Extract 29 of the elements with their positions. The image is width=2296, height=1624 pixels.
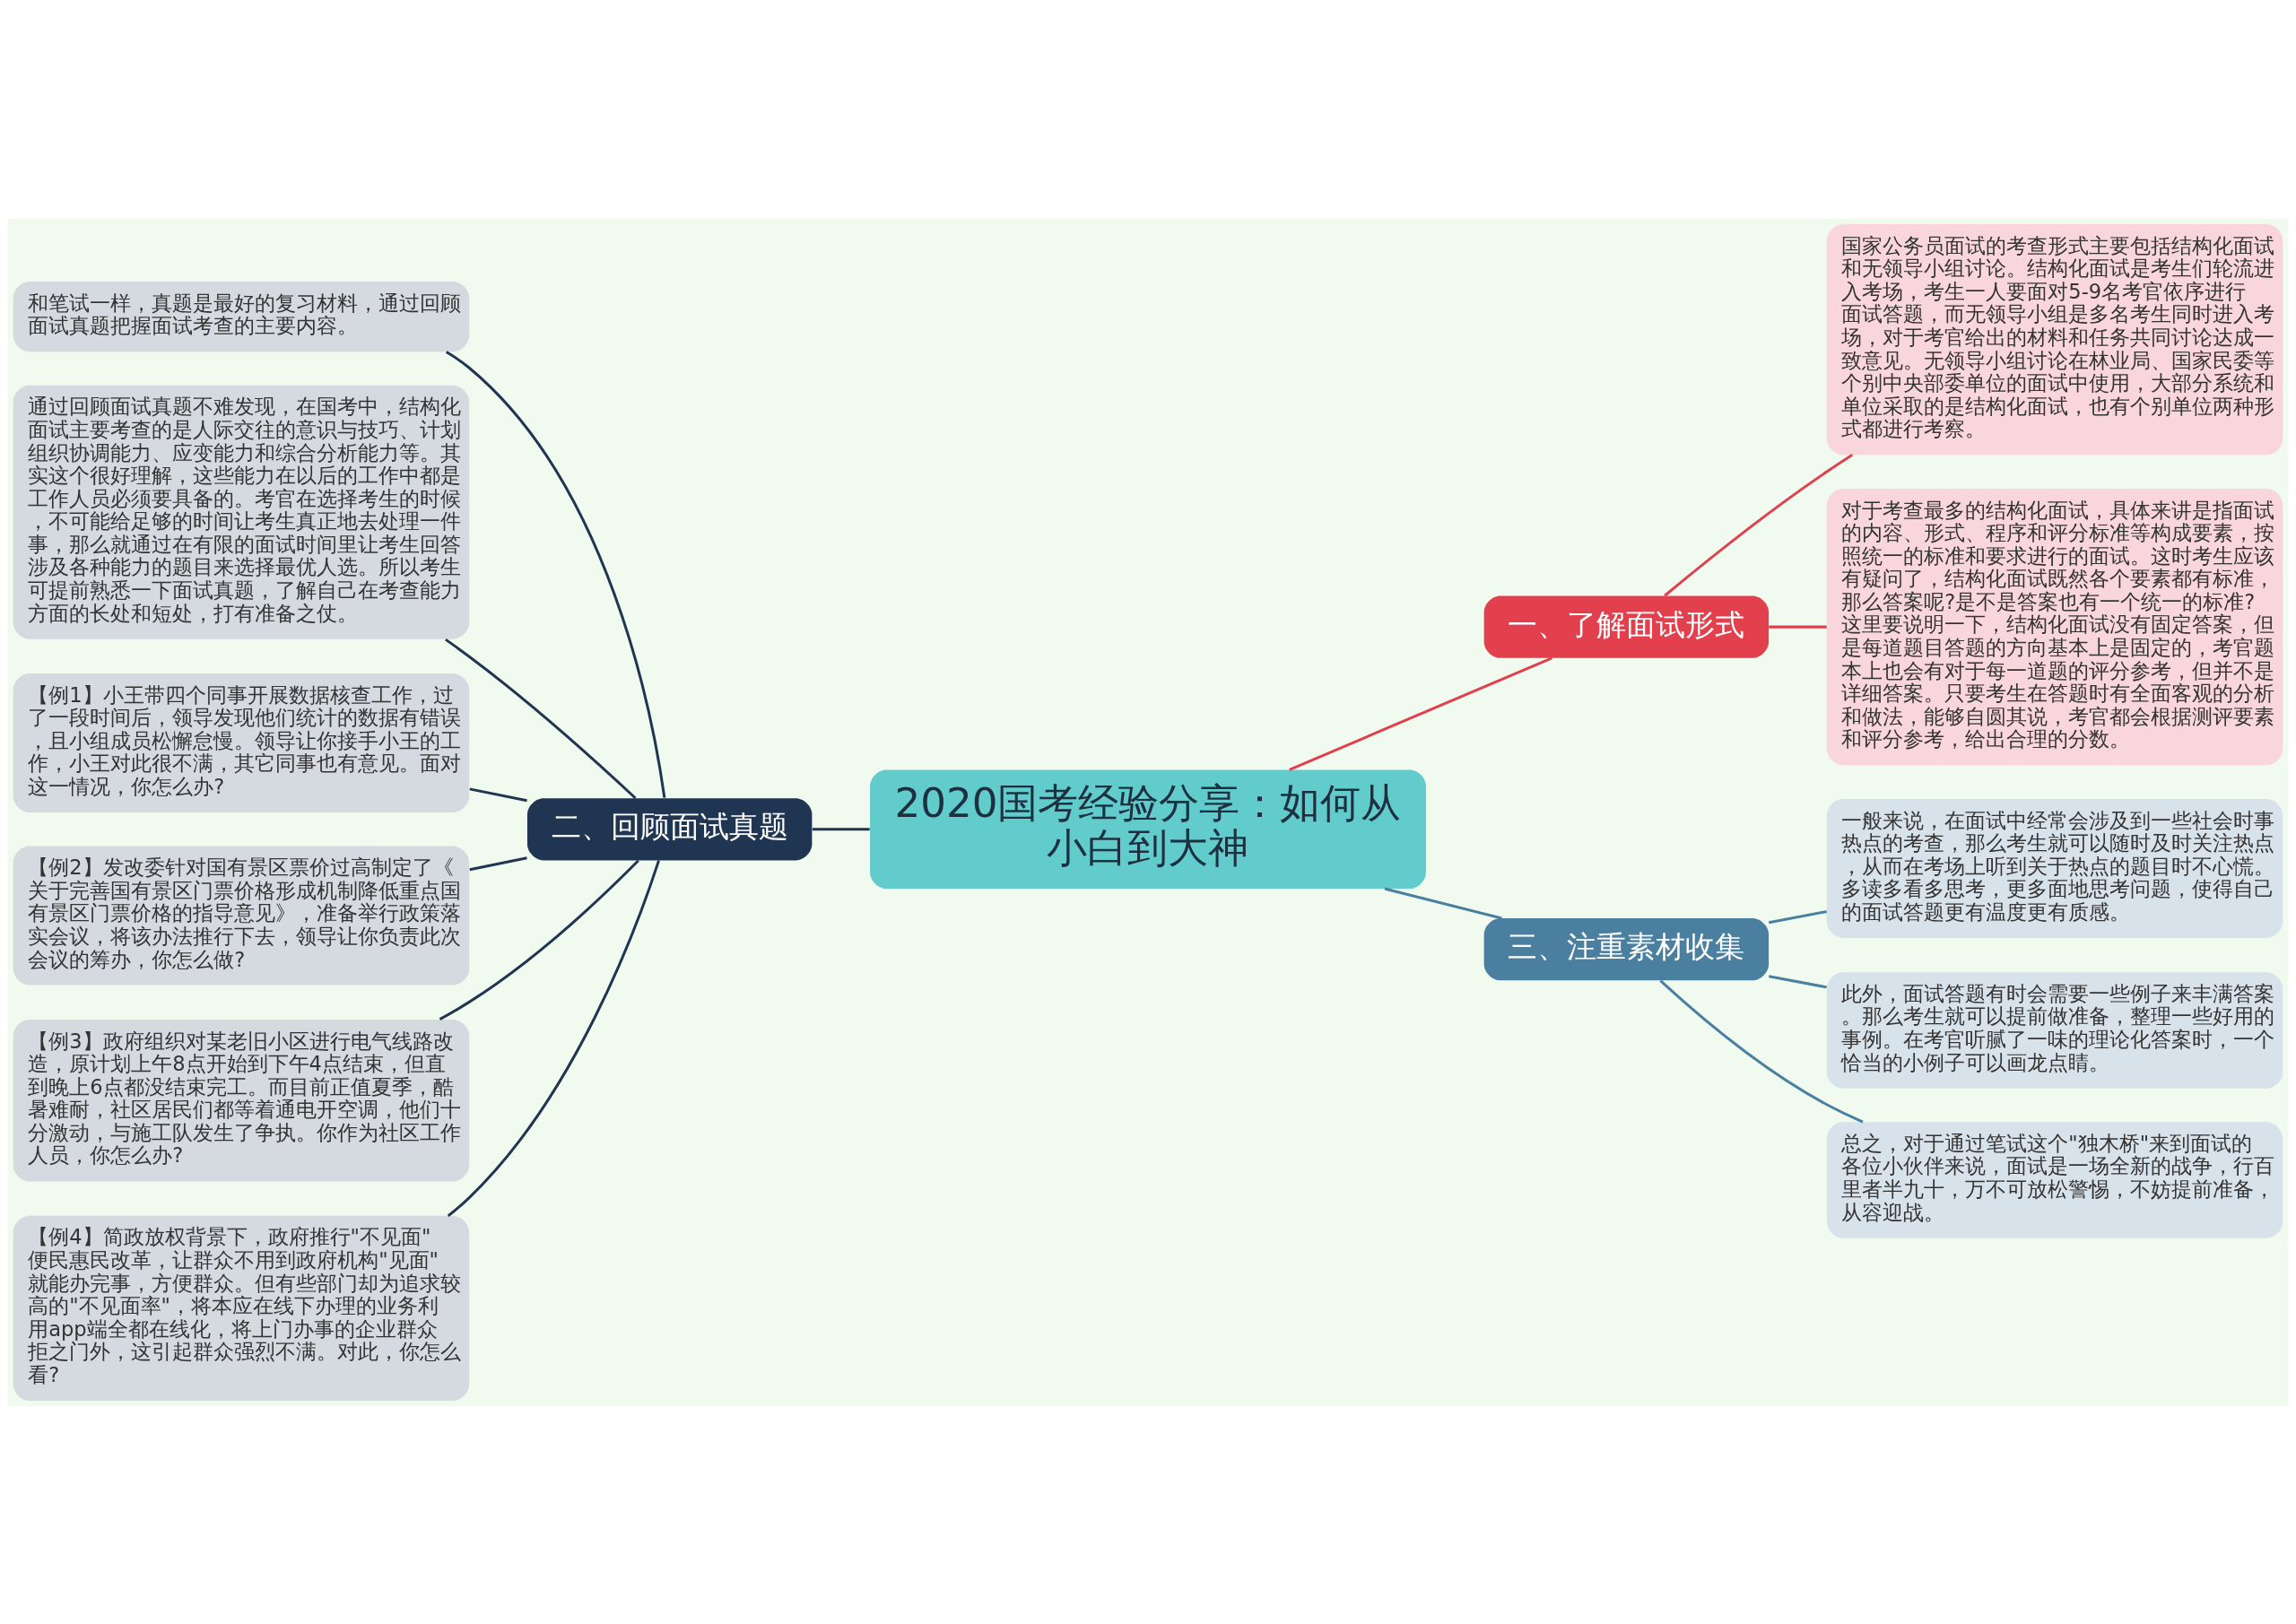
node-box: 【例2】发改委针对国有景区票价过高制定了《关于完善国有景区门票价格形成机制降低重点国有景区门票价格的指导意见》，准备举行政策落实会议，将该办法推行下去，领导让你负责此次会议的筹办，你怎么做?: [13, 846, 470, 986]
connector: [1664, 453, 1854, 596]
connector: [1659, 979, 1864, 1123]
node-box: 此外，面试答题有时会需要一些例子来丰满答案。那么考生就可以提前做准备，整理一些好用的事例。在考官听腻了一味的理论化答案时，一个恰当的小例子可以画龙点睛。: [1826, 971, 2283, 1089]
connector: [469, 786, 527, 802]
node-box: 【例4】简政放权背景下，政府推行"不见面"便民惠民改革，让群众不用到政府机构"见面"就能办完事，方便群众。但有些部门却为追求较高的"不见面率"，将本应在线下办理的业务利用app端全都在线化，将上门办事的企业群众拒之门外，这引起群众强烈不满。对此，你怎么看?: [13, 1215, 470, 1401]
node-box: 一般来说，在面试中经常会涉及到一些社会时事热点的考查，那么考生就可以随时及时关注热点，从而在考场上听到关于热点的题目时不心慌。多读多看多思考，更多面地思考问题，使得自己的面试答题更有温度更有质感。: [1826, 798, 2283, 938]
connector: [447, 859, 660, 1217]
node-box: 二、回顾面试真题: [526, 797, 813, 860]
connector: [445, 638, 637, 799]
node-box: 对于考查最多的结构化面试，具体来讲是指面试的内容、形式、程序和评分标准等构成要素，按照统一的标准和要求进行的面试。这时考生应该有疑问了，结构化面试既然各个要素都有标准，那么答案呢?是不是答案也有一个统一的标准?这里要说明一下，结构化面试没有固定答案，但是每道题目答题的方向基本上是固定的，考官题本上也会有对于每一道题的评分参考，但并不是详细答案。只要考生在答题时有全面客观的分析和做法，能够自圆其说，考官都会根据测评要素和评分参考，给出合理的分数。: [1826, 488, 2283, 765]
connector: [1769, 625, 1827, 629]
node-box: 【例3】政府组织对某老旧小区进行电气线路改造，原计划上午8点开始到下午4点结束，但直到晚上6点都没结束完工。而目前正值夏季，酷暑难耐，社区居民们都等着通电开空调，他们十分激动，与施工队发生了争执。你作为社区工作人员，你怎么办?: [13, 1019, 470, 1181]
node-box: 和笔试一样，真题是最好的复习材料，通过回顾面试真题把握面试考查的主要内容。: [13, 281, 470, 352]
connector: [1769, 974, 1827, 988]
node-box: 【例1】小王带四个同事开展数据核查工作，过了一段时间后，领导发现他们统计的数据有错误，且小组成员松懈怠慢。领导让你接手小王的工作，小王对此很不满，其它同事也有意见。面对这一情况，你怎么办?: [13, 673, 470, 812]
connector: [1769, 909, 1827, 924]
node-box: 通过回顾面试真题不难发现，在国考中，结构化面试主要考查的是人际交往的意识与技巧、计划组织协调能力、应变能力和综合分析能力等。其实这个很好理解，这些能力在以后的工作中都是工作人员必须要具备的。考官在选择考生的时候，不可能给足够的时间让考生真正地去处理一件事，那么就通过在有限的面试时间里让考生回答涉及各种能力的题目来选择最优人选。所以考生可提前熟悉一下面试真题，了解自己在考查能力方面的长处和短处，打有准备之仗。: [13, 385, 470, 639]
node-box: 国家公务员面试的考查形式主要包括结构化面试和无领导小组讨论。结构化面试是考生们轮流进入考场，考生一人要面对5-9名考官依序进行面试答题，而无领导小组是多名考生同时进入考场，对于考官给出的材料和任务共同讨论达成一致意见。无领导小组讨论在林业局、国家民委等个别中央部委单位的面试中使用，大部分系统和单位采取的是结构化面试，也有个别单位两种形式都进行考察。: [1826, 223, 2283, 455]
connector: [445, 350, 666, 798]
connector: [439, 859, 639, 1020]
connector: [1289, 656, 1552, 771]
node-box: 总之，对于通过笔试这个"独木桥"来到面试的各位小伙伴来说，面试是一场全新的战争，行百里者半九十，万不可放松警惕，不妨提前准备，从容迎战。: [1826, 1121, 2283, 1238]
node-box: 一、了解面试形式: [1483, 595, 1770, 658]
connector: [469, 855, 527, 871]
connector: [812, 827, 870, 830]
node-box: 2020国考经验分享：如何从小白到大神: [870, 769, 1426, 889]
node-box: 三、注重素材收集: [1483, 917, 1770, 980]
connector: [1384, 887, 1502, 919]
